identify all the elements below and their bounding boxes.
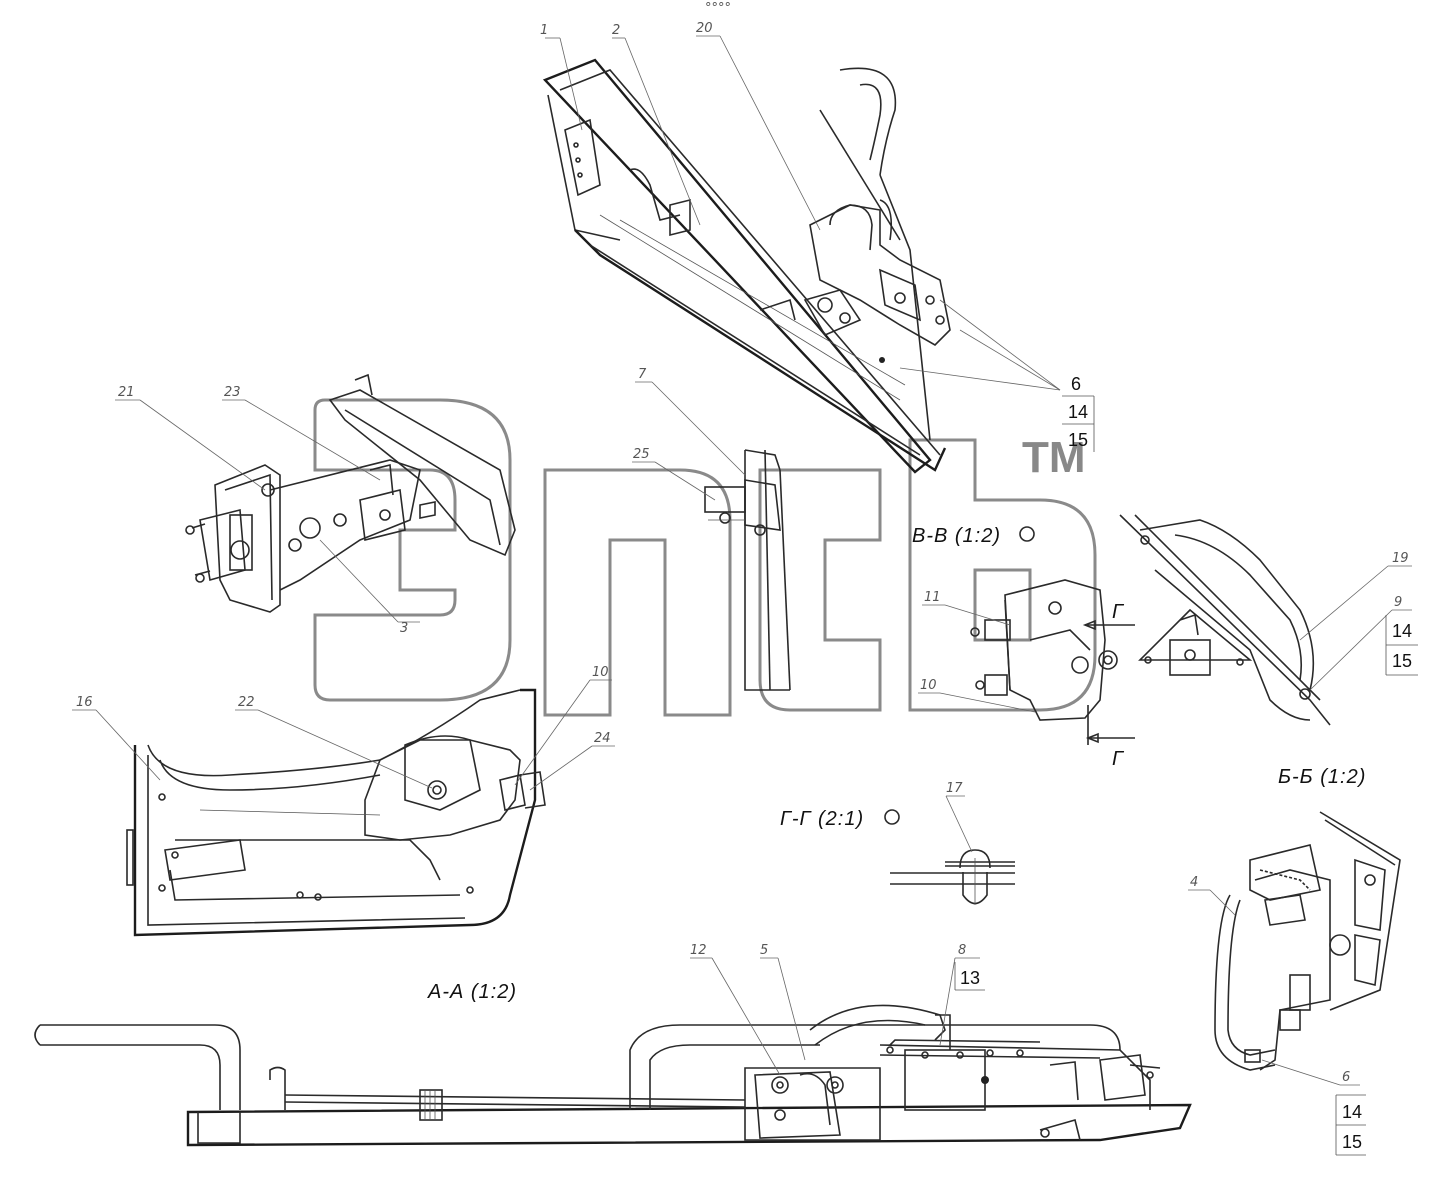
section-bb-view xyxy=(1214,811,1401,1071)
door-panel-assembly xyxy=(126,688,546,937)
callout-group-aa: 13 xyxy=(954,962,985,991)
callout-top-15: 15 xyxy=(1068,430,1088,450)
part-number-12: 12 xyxy=(690,943,707,958)
part-number-4: 4 xyxy=(1190,875,1198,890)
rotation-symbol-vv xyxy=(1019,526,1035,542)
door-panel-leaders xyxy=(72,679,615,791)
callout-right-15: 15 xyxy=(1392,651,1412,671)
trademark-label: TM xyxy=(1022,433,1086,482)
section-label-gg: Г-Г (2:1) xyxy=(780,808,864,830)
part-number-23: 23 xyxy=(224,385,241,400)
callout-group-right: 14 15 xyxy=(1385,615,1418,676)
part-number-10-vv: 10 xyxy=(920,678,937,693)
rotation-symbol-gg xyxy=(884,809,900,825)
callout-top-6: 6 xyxy=(1071,374,1081,394)
section-label-vv: В-В (1:2) xyxy=(912,525,1001,547)
cut-label-g-lower: Г xyxy=(1112,748,1125,770)
door-frame-assembly xyxy=(542,58,951,474)
pillar-bracket-assembly xyxy=(704,449,791,691)
part-number-3: 3 xyxy=(400,621,408,636)
section-aa-leaders xyxy=(690,957,980,1076)
callout-bottom-14: 14 xyxy=(1342,1102,1362,1122)
part-number-21: 21 xyxy=(118,385,135,400)
callout-bottom-15: 15 xyxy=(1342,1132,1362,1152)
watermark-logo: TM xyxy=(313,398,1097,717)
section-label-bb: Б-Б (1:2) xyxy=(1278,766,1366,788)
section-vv-leaders xyxy=(918,565,1412,713)
section-bb-leaders xyxy=(1188,889,1360,1086)
cut-label-g-upper: Г xyxy=(1112,601,1125,623)
pillar-leaders xyxy=(632,381,746,501)
callout-group-top: 6 14 15 xyxy=(1062,374,1095,452)
part-number-11: 11 xyxy=(924,590,941,605)
callout-group-bottom-right: 14 15 xyxy=(1335,1094,1366,1156)
top-leaders xyxy=(545,35,1061,391)
section-vv-view xyxy=(970,514,1331,745)
part-number-2: 2 xyxy=(612,23,620,38)
section-gg-rivet xyxy=(890,849,1015,905)
part-number-6-bb: 6 xyxy=(1342,1070,1350,1085)
part-number-19: 19 xyxy=(1392,551,1409,566)
left-latch-assembly xyxy=(185,373,516,613)
callout-top-14: 14 xyxy=(1068,402,1088,422)
part-number-20: 20 xyxy=(696,21,713,36)
section-label-aa: А-А (1:2) xyxy=(427,981,517,1003)
part-number-8: 8 xyxy=(958,943,966,958)
callout-aa-13: 13 xyxy=(960,968,980,988)
part-number-10-panel: 10 xyxy=(592,665,609,680)
part-number-7: 7 xyxy=(638,367,647,382)
top-marker: °°°° xyxy=(705,1,731,16)
part-number-16: 16 xyxy=(76,695,93,710)
part-number-1: 1 xyxy=(540,23,548,38)
callout-right-14: 14 xyxy=(1392,621,1412,641)
leader-17b xyxy=(945,795,973,853)
left-latch-leaders xyxy=(115,399,420,623)
part-number-25: 25 xyxy=(633,447,650,462)
part-number-17: 17 xyxy=(946,781,963,796)
part-number-9: 9 xyxy=(1394,595,1402,610)
part-number-24: 24 xyxy=(594,731,611,746)
section-aa-view xyxy=(34,1004,1192,1147)
part-number-22: 22 xyxy=(238,695,255,710)
part-number-5: 5 xyxy=(760,943,768,958)
